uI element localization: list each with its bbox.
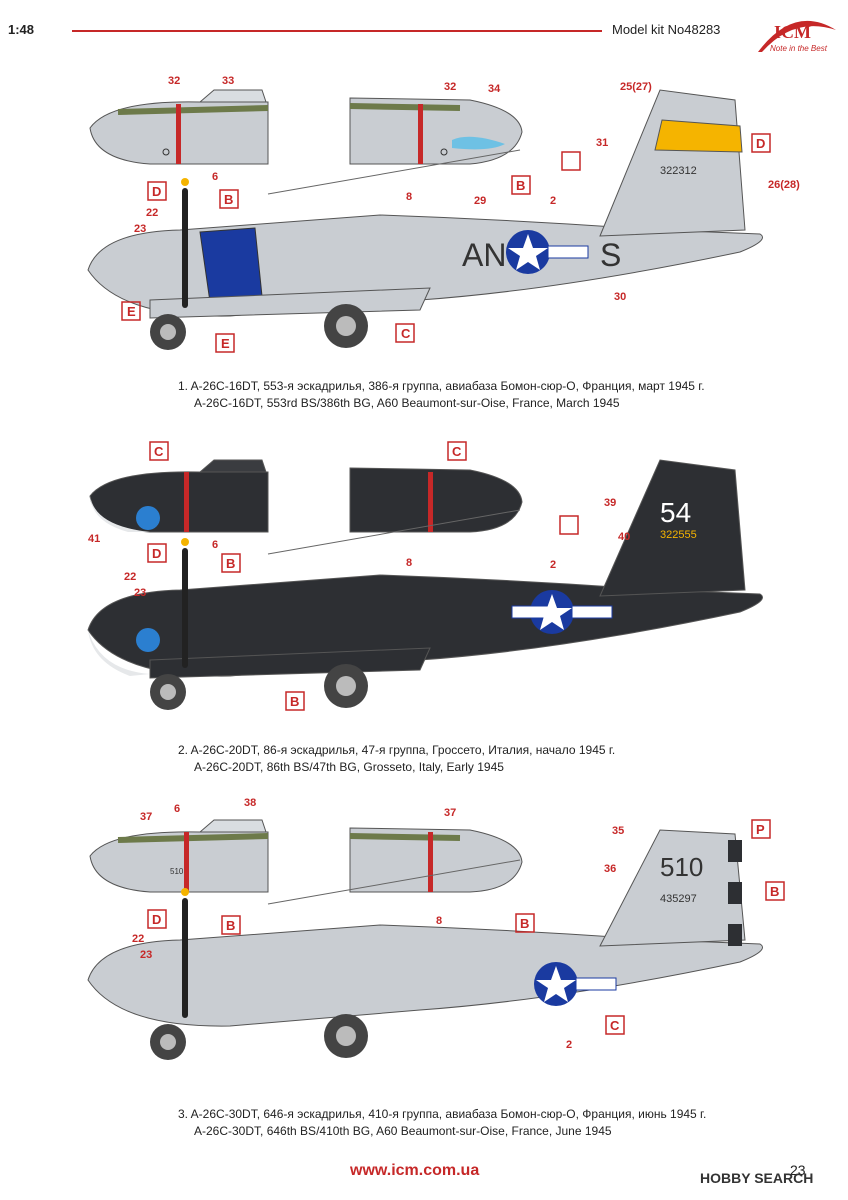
callout-32a: 32 bbox=[168, 75, 180, 87]
brand-tagline: Note in the Best bbox=[770, 44, 827, 53]
nose-detail-left bbox=[89, 819, 269, 893]
caption-1-en: A-26C-16DT, 553rd BS/386th BG, A60 Beaum… bbox=[194, 396, 620, 410]
callout-40: 40 bbox=[618, 531, 630, 543]
callout-30: 30 bbox=[614, 291, 626, 303]
caption-1: 1. A-26C-16DT, 553-я эскадрилья, 386-я г… bbox=[178, 378, 705, 412]
letter-e: E bbox=[127, 304, 136, 319]
callout-32b: 32 bbox=[444, 81, 456, 93]
tail-serial: 322555 bbox=[660, 529, 697, 541]
letter-d: D bbox=[152, 184, 161, 199]
icm-logo-icon bbox=[758, 20, 836, 52]
aircraft-profile-3 bbox=[87, 829, 763, 1060]
callout-2: 2 bbox=[566, 1039, 572, 1051]
callout-25: 25(27) bbox=[620, 81, 652, 93]
watermark: HOBBY SEARCH bbox=[700, 1170, 814, 1186]
callout-31: 31 bbox=[596, 137, 608, 149]
page-number: 23 bbox=[790, 1162, 806, 1178]
callout-35: 35 bbox=[612, 825, 624, 837]
letter-b2: B bbox=[290, 694, 299, 709]
callout-34: 34 bbox=[488, 83, 501, 95]
nose-detail-right bbox=[349, 97, 523, 165]
callout-26: 26(28) bbox=[768, 179, 800, 191]
letter-b3: B bbox=[770, 884, 779, 899]
callout-numbers: 41 6 8 39 40 2 22 23 bbox=[88, 497, 630, 599]
letter-b: B bbox=[224, 192, 233, 207]
tail-code: 510 bbox=[660, 852, 703, 882]
letter-p: P bbox=[756, 822, 765, 837]
callout-6: 6 bbox=[212, 171, 218, 183]
callout-23: 23 bbox=[140, 949, 152, 961]
callout-37a: 37 bbox=[140, 811, 152, 823]
callout-33: 33 bbox=[222, 75, 234, 87]
callout-numbers: 37 6 38 37 8 35 36 22 23 2 bbox=[132, 797, 624, 1051]
profile-2-drawing: 54 322555 41 6 8 39 40 2 22 23 C C D B B bbox=[87, 441, 763, 711]
aircraft-profile-1 bbox=[87, 89, 763, 350]
callout-41: 41 bbox=[88, 533, 100, 545]
letter-c2: C bbox=[452, 444, 462, 459]
callout-8: 8 bbox=[406, 557, 412, 569]
fuselage-code-right: S bbox=[600, 237, 621, 273]
callout-22: 22 bbox=[124, 571, 136, 583]
letter-b: B bbox=[226, 556, 235, 571]
brand-logo: ICM bbox=[774, 22, 811, 42]
callout-2: 2 bbox=[550, 559, 556, 571]
letter-b2: B bbox=[516, 178, 525, 193]
letter-d: D bbox=[152, 912, 161, 927]
header-rule bbox=[72, 30, 602, 32]
nose-detail-left bbox=[89, 459, 269, 533]
callout-6: 6 bbox=[212, 539, 218, 551]
kit-number: Model kit No48283 bbox=[612, 22, 721, 37]
callout-6: 6 bbox=[174, 803, 180, 815]
callout-2: 2 bbox=[550, 195, 556, 207]
aircraft-profile-2 bbox=[87, 459, 763, 710]
tail-serial: 322312 bbox=[660, 165, 697, 177]
letter-b: B bbox=[226, 918, 235, 933]
caption-2-en: A-26C-20DT, 86th BS/47th BG, Grosseto, I… bbox=[194, 760, 504, 774]
callout-39: 39 bbox=[604, 497, 616, 509]
footer-url[interactable]: www.icm.com.ua bbox=[350, 1162, 480, 1179]
callout-36: 36 bbox=[604, 863, 616, 875]
letter-b2: B bbox=[520, 916, 529, 931]
nose-code: 510 bbox=[170, 867, 184, 876]
caption-1-ru: 1. A-26C-16DT, 553-я эскадрилья, 386-я г… bbox=[178, 379, 705, 393]
callout-8: 8 bbox=[406, 191, 412, 203]
caption-3-en: A-26C-30DT, 646th BS/410th BG, A60 Beaum… bbox=[194, 1124, 612, 1138]
letter-d2: D bbox=[756, 136, 765, 151]
tail-serial: 435297 bbox=[660, 893, 697, 905]
letter-c: C bbox=[401, 326, 411, 341]
letter-c: C bbox=[154, 444, 164, 459]
callout-22: 22 bbox=[132, 933, 144, 945]
callout-22: 22 bbox=[146, 207, 158, 219]
callout-29: 29 bbox=[474, 195, 486, 207]
letter-d: D bbox=[152, 546, 161, 561]
callout-37b: 37 bbox=[444, 807, 456, 819]
letter-e2: E bbox=[221, 336, 230, 351]
callout-23: 23 bbox=[134, 587, 146, 599]
fuselage-code-left: AN bbox=[462, 237, 506, 273]
callout-8: 8 bbox=[436, 915, 442, 927]
scale-label: 1:48 bbox=[8, 22, 35, 37]
callout-38: 38 bbox=[244, 797, 256, 809]
callout-23: 23 bbox=[134, 223, 146, 235]
caption-2-ru: 2. A-26C-20DT, 86-я эскадрилья, 47-я гру… bbox=[178, 743, 616, 757]
caption-3-ru: 3. A-26C-30DT, 646-я эскадрилья, 410-я г… bbox=[178, 1107, 707, 1121]
nose-detail-right bbox=[349, 467, 523, 533]
profile-1-drawing: AN S 322312 32 33 6 32 34 8 25(27) 31 26… bbox=[87, 75, 800, 353]
caption-3: 3. A-26C-30DT, 646-я эскадрилья, 410-я г… bbox=[178, 1106, 706, 1140]
callout-numbers: 32 33 6 32 34 8 25(27) 31 26(28) 2 29 22… bbox=[134, 75, 800, 303]
caption-2: 2. A-26C-20DT, 86-я эскадрилья, 47-я гру… bbox=[178, 742, 615, 776]
tail-code: 54 bbox=[660, 497, 691, 528]
nose-detail-left bbox=[89, 89, 269, 165]
letter-c: C bbox=[610, 1018, 620, 1033]
profile-3-drawing: 510 435297 510 37 6 38 37 8 35 36 22 23 … bbox=[87, 797, 785, 1060]
nose-detail-right bbox=[349, 827, 523, 893]
